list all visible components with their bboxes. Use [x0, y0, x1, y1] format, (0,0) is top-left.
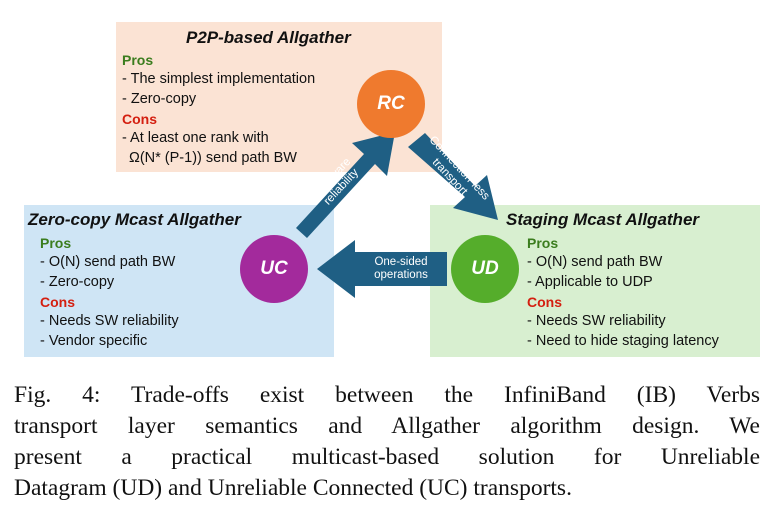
- p2p-pros-label: Pros: [122, 52, 154, 68]
- staging-cons-label: Cons: [527, 294, 562, 310]
- ud-node: UD: [451, 235, 519, 303]
- zero-copy-con-item: - Vendor specific: [40, 333, 148, 349]
- staging-pro-item: - Applicable to UDP: [527, 274, 653, 290]
- hardware-reliability-arrow: [296, 132, 395, 238]
- p2p-pro-item: - Zero-copy: [122, 91, 197, 107]
- staging-title: Staging Mcast Allgather: [506, 210, 700, 229]
- p2p-pro-item: - The simplest implementation: [122, 71, 316, 87]
- uc-node: UC: [240, 235, 308, 303]
- one-sided-label: One-sided operations: [374, 256, 428, 281]
- zero-copy-title: Zero-copy Mcast Allgather: [28, 210, 241, 229]
- caption-line: Fig. 4: Trade-offs exist between the Inf…: [14, 382, 760, 408]
- zero-copy-pro-item: - Zero-copy: [40, 274, 115, 290]
- staging-pro-item: - O(N) send path BW: [527, 254, 663, 270]
- zero-copy-cons-label: Cons: [40, 294, 75, 310]
- zero-copy-mcast-panel: Zero-copy Mcast Allgather Pros - O(N) se…: [24, 205, 334, 357]
- staging-mcast-panel: Staging Mcast Allgather Pros - O(N) send…: [430, 205, 760, 357]
- p2p-con-item: - At least one rank with: [122, 130, 269, 146]
- zero-copy-pro-item: - O(N) send path BW: [40, 254, 176, 270]
- one-sided-arrow: [317, 240, 447, 298]
- connection-less-arrow: [408, 133, 498, 220]
- caption-line: transport layer semantics and Allgather …: [14, 413, 760, 439]
- caption-line: present a practical multicast-based solu…: [14, 444, 760, 470]
- figure-caption: Fig. 4: Trade-offs exist between the Inf…: [14, 380, 760, 504]
- p2p-cons-label: Cons: [122, 111, 157, 127]
- zero-copy-con-item: - Needs SW reliability: [40, 313, 179, 329]
- staging-con-item: - Need to hide staging latency: [527, 333, 719, 349]
- staging-pros-label: Pros: [527, 235, 559, 251]
- rc-node: RC: [357, 70, 425, 138]
- zero-copy-pros-label: Pros: [40, 235, 72, 251]
- p2p-title: P2P-based Allgather: [186, 28, 351, 47]
- p2p-con-item: Ω(N* (P-1)) send path BW: [129, 150, 297, 166]
- staging-con-item: - Needs SW reliability: [527, 313, 666, 329]
- caption-line: Datagram (UD) and Unreliable Connected (…: [14, 475, 572, 501]
